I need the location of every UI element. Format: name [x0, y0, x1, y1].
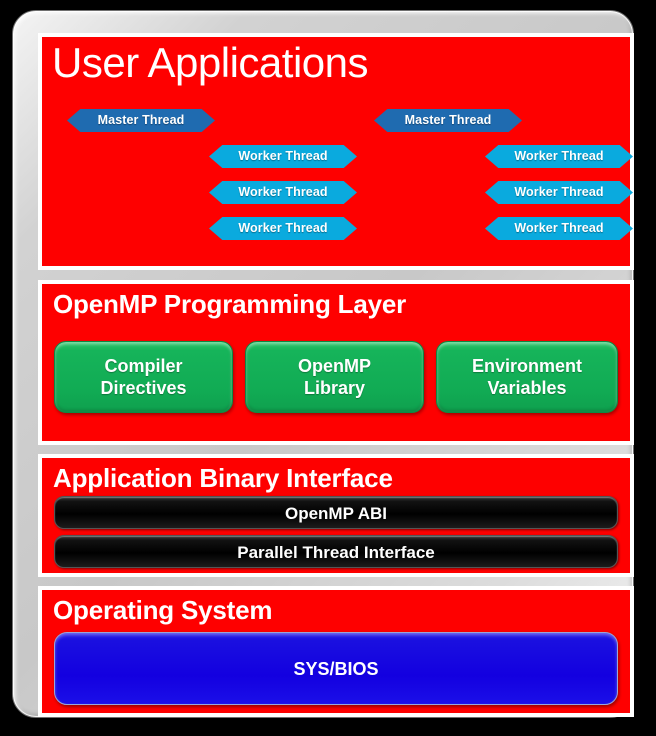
worker-thread-left-2[interactable]: Worker Thread	[209, 181, 357, 204]
component-label-line2: Directives	[100, 378, 187, 398]
layer-title-operating-system: Operating System	[53, 595, 273, 625]
component-compiler-directives[interactable]: Compiler Directives	[54, 341, 233, 413]
component-label-line1: Compiler	[104, 356, 183, 376]
layer-openmp-programming[interactable]: OpenMP Programming Layer Compiler Direct…	[38, 280, 634, 445]
interface-parallel-thread-interface[interactable]: Parallel Thread Interface	[54, 535, 618, 568]
component-openmp-library[interactable]: OpenMP Library	[245, 341, 424, 413]
layer-operating-system[interactable]: Operating System SYS/BIOS	[38, 586, 634, 717]
layer-title-user-applications: User Applications	[52, 39, 369, 86]
worker-thread-left-1[interactable]: Worker Thread	[209, 145, 357, 168]
master-thread-left[interactable]: Master Thread	[67, 109, 215, 132]
component-label-line2: Library	[303, 378, 366, 398]
worker-thread-right-1[interactable]: Worker Thread	[485, 145, 633, 168]
kernel-sys-bios[interactable]: SYS/BIOS	[54, 632, 618, 705]
layer-application-binary-interface[interactable]: Application Binary Interface OpenMP ABI …	[38, 454, 634, 577]
component-label-line2: Variables	[487, 378, 567, 398]
layer-title-application-binary-interface: Application Binary Interface	[53, 463, 393, 493]
worker-thread-right-3[interactable]: Worker Thread	[485, 217, 633, 240]
worker-thread-left-3[interactable]: Worker Thread	[209, 217, 357, 240]
component-label-line1: Environment	[471, 356, 582, 376]
device-bezel-frame: User Applications Master Thread Master T…	[12, 10, 634, 718]
worker-thread-right-2[interactable]: Worker Thread	[485, 181, 633, 204]
diagram-canvas: User Applications Master Thread Master T…	[38, 33, 634, 717]
layer-user-applications[interactable]: User Applications Master Thread Master T…	[38, 33, 634, 270]
interface-openmp-abi[interactable]: OpenMP ABI	[54, 496, 618, 529]
layer-title-openmp-programming: OpenMP Programming Layer	[53, 289, 407, 319]
master-thread-right[interactable]: Master Thread	[374, 109, 522, 132]
component-environment-variables[interactable]: Environment Variables	[436, 341, 618, 413]
component-label-line1: OpenMP	[297, 356, 371, 376]
